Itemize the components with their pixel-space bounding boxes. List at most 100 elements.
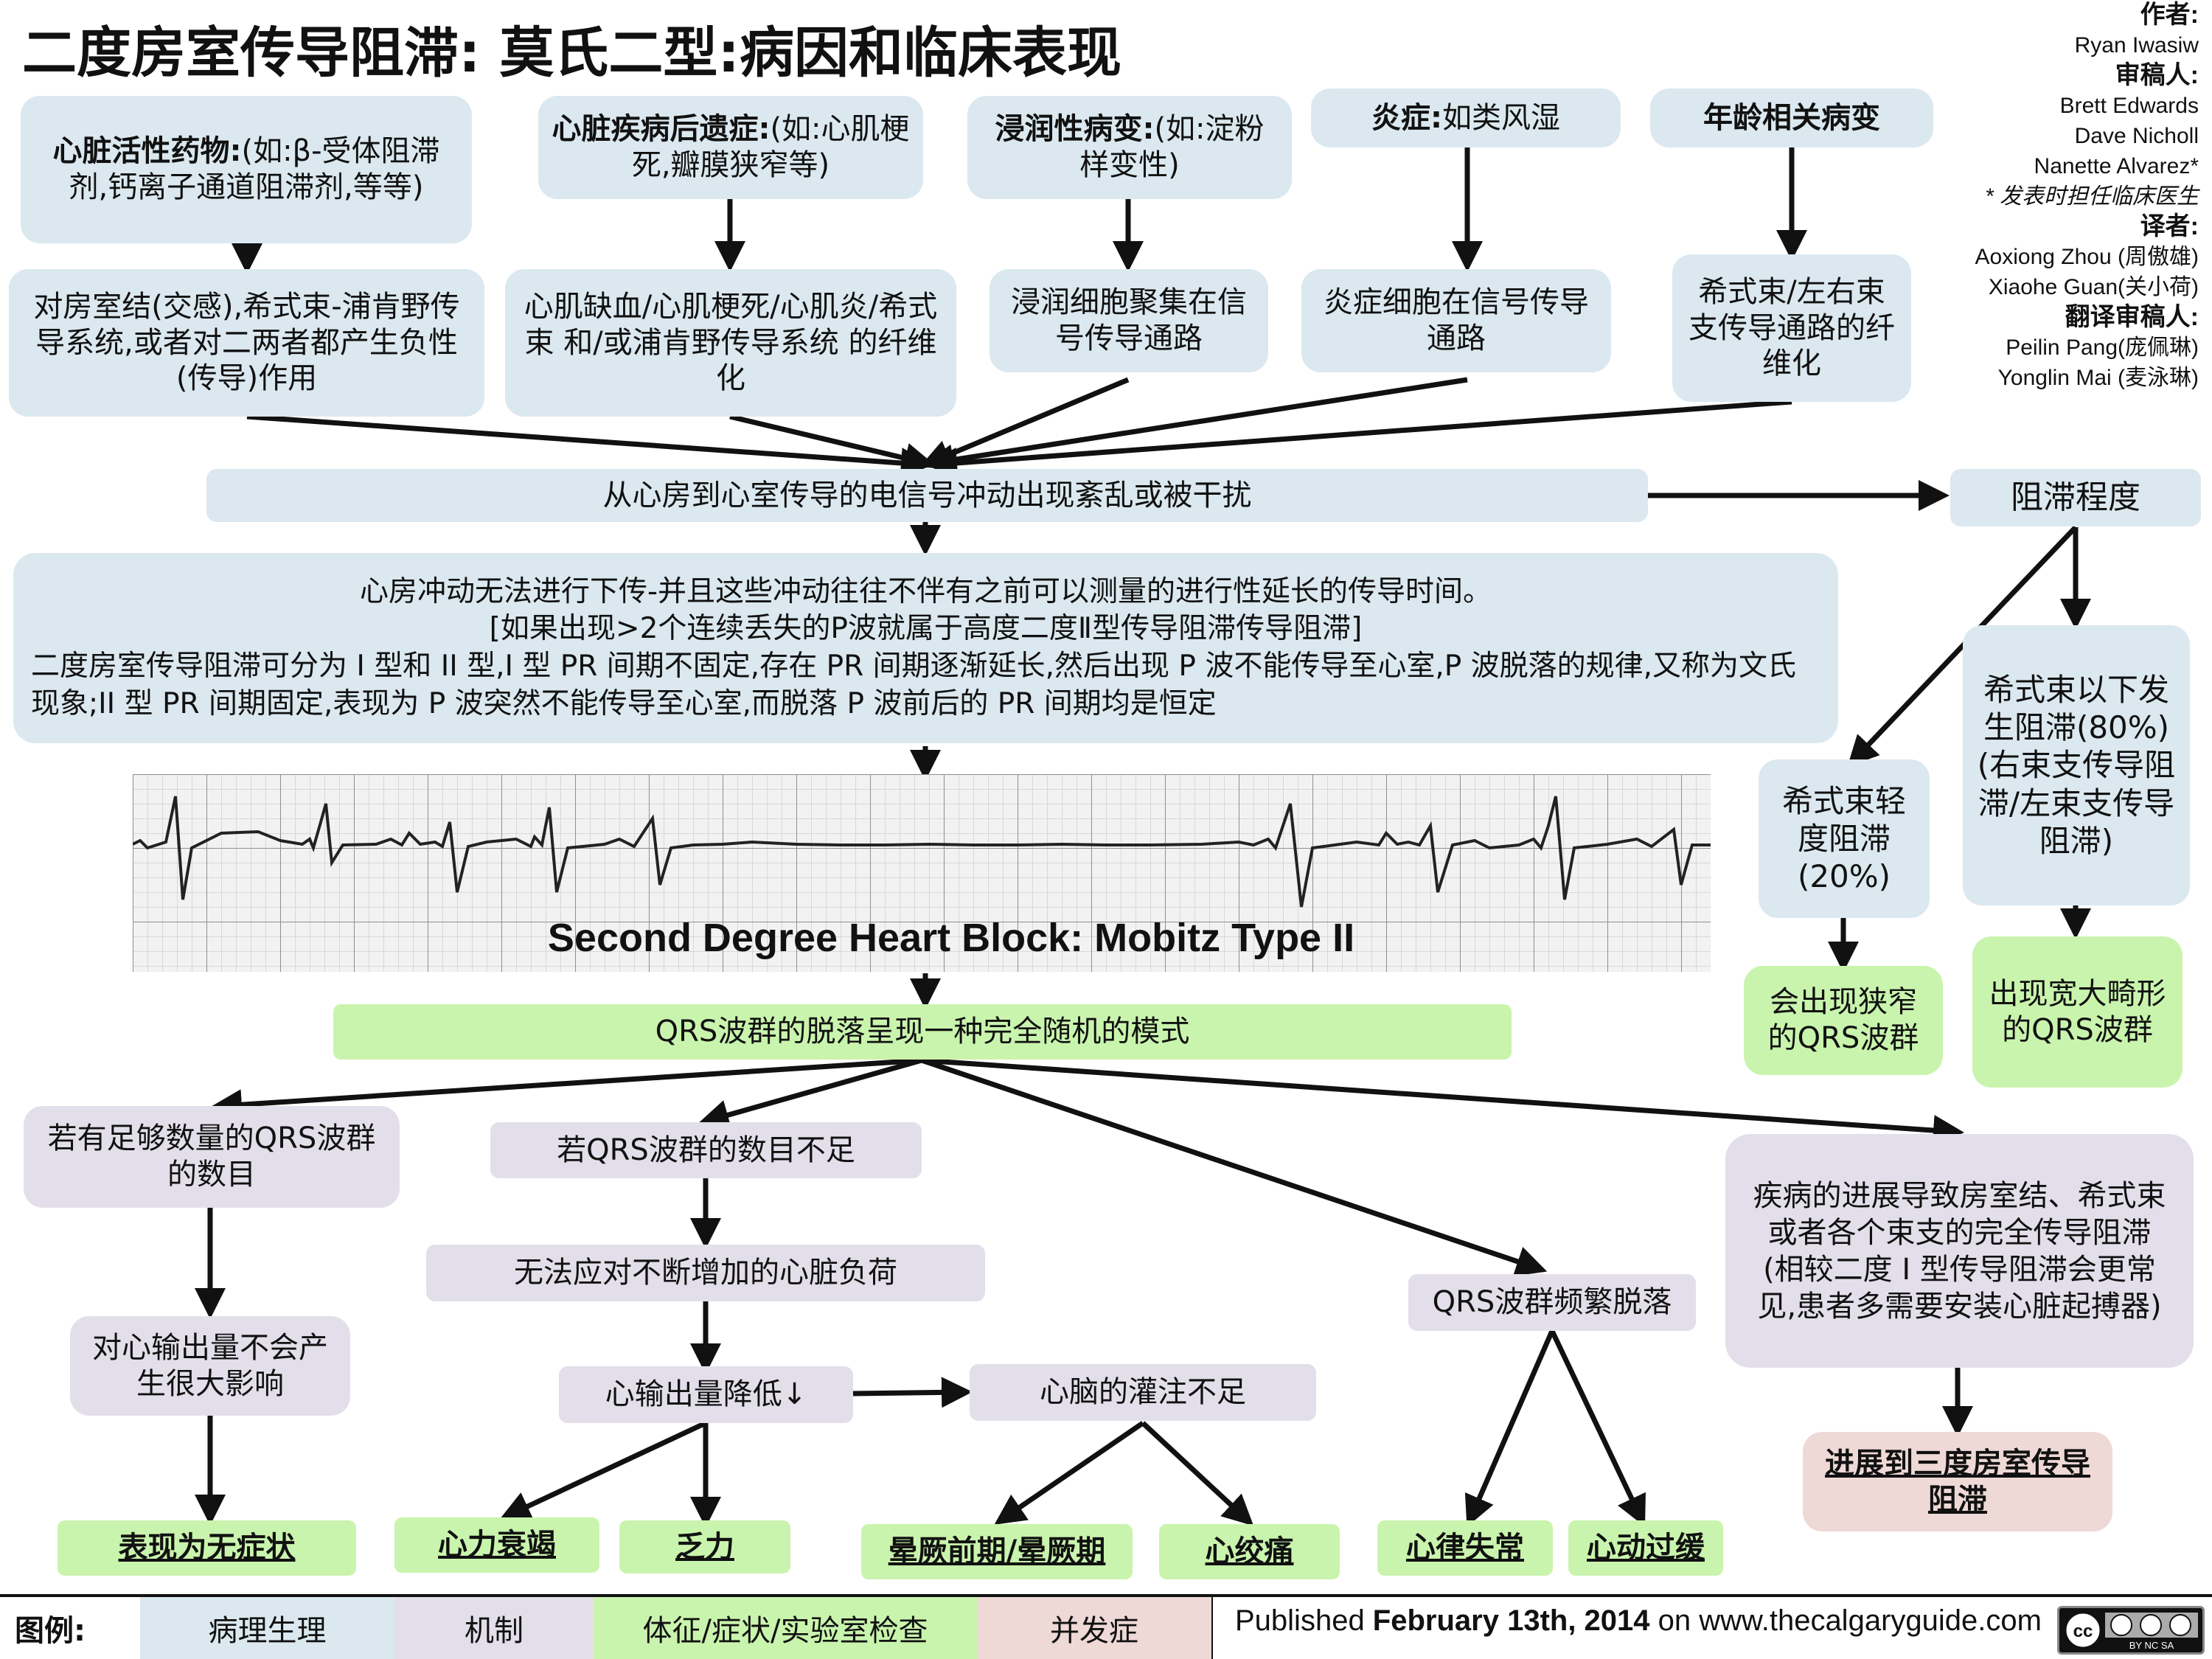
published-date: February 13th, 2014	[1372, 1604, 1650, 1637]
enough-qrs: 若有足够数量的QRS波群的数目	[24, 1106, 400, 1208]
block-degree: 阻滞程度	[1950, 469, 2201, 526]
third-degree-label: 进展到三度房室传导阻滞	[1825, 1446, 2090, 1517]
cardiac-output-down: 心输出量降低↓	[559, 1366, 853, 1423]
translation-reviewers-label: 翻译审稿人:	[2065, 303, 2199, 331]
translation-reviewer-name: Yonglin Mai (麦泳琳)	[1997, 366, 2199, 390]
effect-fibrosis: 心肌缺血/心肌梗死/心肌炎/希式束 和/或浦肯野传导系统 的纤维化	[505, 269, 956, 417]
arrow	[1464, 1329, 1555, 1527]
cause-head: 心脏疾病后遗症:	[552, 112, 771, 147]
syncope-label: 晕厥前期/晕厥期	[888, 1534, 1106, 1569]
published-prefix: Published	[1235, 1604, 1373, 1637]
legend-signs-symptoms: 体征/症状/实验室检查	[594, 1597, 977, 1659]
asymptomatic-label: 表现为无症状	[118, 1531, 296, 1565]
arrhythmia: 心律失常	[1377, 1520, 1553, 1576]
cause-body: (如:淀粉样变性)	[1079, 112, 1265, 182]
mild-his-block: 希式束轻度阻滞(20%)	[1759, 759, 1930, 918]
arrow	[919, 377, 1130, 470]
arrow	[852, 1377, 973, 1408]
description-box: 心房冲动无法进行下传-并且这些冲动往往不伴有之前可以测量的进行性延长的传导时间。…	[13, 553, 1838, 743]
arrow	[920, 1057, 1548, 1276]
arrhythmia-label: 心律失常	[1406, 1531, 1524, 1565]
legend-pathophysiology: 病理生理	[140, 1597, 394, 1659]
effect-infiltrate: 浸润细胞聚集在信号传导通路	[990, 269, 1268, 372]
by-icon	[2110, 1614, 2132, 1636]
published-line: Published February 13th, 2014 on www.the…	[1235, 1604, 2042, 1638]
author-label: 作者:	[2140, 1, 2199, 29]
description-line: [如果出现>2个连续丢失的P波就属于高度二度Ⅱ型传导阻滞传导阻滞]	[489, 612, 1363, 646]
svg-text:cc: cc	[2073, 1621, 2093, 1641]
ecg-strip: Second Degree Heart Block: Mobitz Type I…	[132, 774, 1711, 972]
license-text: BY NC SA	[2129, 1640, 2174, 1651]
third-degree-block: 进展到三度房室传导阻滞	[1803, 1432, 2112, 1531]
effect-inflammatory-cells: 炎症细胞在信号传导通路	[1301, 269, 1611, 372]
cause-body: (如:心肌梗死,瓣膜狭窄等)	[631, 112, 910, 182]
cause-inflammation: 炎症:如类风湿	[1311, 88, 1621, 147]
below-his-block: 希式束以下发生阻滞(80%)(右束支传导阻滞/左束支传导阻滞)	[1963, 625, 2190, 905]
arrow	[994, 1421, 1144, 1525]
arrow	[926, 399, 1792, 479]
heart-failure-label: 心力衰竭	[438, 1528, 556, 1562]
nc-icon	[2140, 1614, 2162, 1636]
arrow	[211, 1057, 922, 1121]
legend-mechanism: 机制	[394, 1597, 594, 1659]
credits: 作者: Ryan Iwasiw 审稿人: Brett Edwards Dave …	[1874, 0, 2199, 393]
reviewers-label: 审稿人:	[2115, 61, 2199, 89]
poor-perfusion: 心脑的灌注不足	[970, 1364, 1316, 1421]
cause-cardiac-drugs: 心脏活性药物:(如:β-受体阻滞剂,钙离子通道阻滞剂,等等)	[21, 96, 472, 243]
translation-reviewer-name: Peilin Pang(庞佩琳)	[2006, 335, 2199, 360]
cause-head: 心脏活性药物:	[52, 134, 242, 169]
narrow-qrs: 会出现狭窄的QRS波群	[1744, 966, 1943, 1075]
legend-label: 图例:	[15, 1614, 86, 1648]
no-effect-cardiac-output: 对心输出量不会产生很大影响	[70, 1316, 350, 1416]
cause-infiltrative: 浸润性病变:(如:淀粉样变性)	[967, 96, 1292, 199]
disease-progression: 疾病的进展导致房室结、希式束或者各个束支的完全传导阻滞(相较二度 Ⅰ 型传导阻滞…	[1725, 1134, 2194, 1368]
fatigue-label: 乏力	[675, 1529, 734, 1564]
page-title: 二度房室传导阻滞: 莫氏二型:病因和临床表现	[22, 21, 1121, 85]
arrow	[921, 1057, 1964, 1147]
translator-name: Xiaohe Guan(关小荷)	[1988, 275, 2199, 299]
published-suffix: on www.thecalgaryguide.com	[1649, 1604, 2042, 1637]
fatigue: 乏力	[619, 1520, 790, 1573]
effect-negative-conduction: 对房室结(交感),希式束-浦肯野传导系统,或者对二两者都产生负性(传导)作用	[9, 269, 484, 417]
bradycardia-label: 心动过缓	[1587, 1531, 1705, 1565]
frequent-qrs-drop: QRS波群频繁脱落	[1408, 1274, 1696, 1331]
insufficient-qrs: 若QRS波群的数目不足	[490, 1122, 922, 1178]
ecg-trace	[132, 796, 1711, 908]
angina-label: 心绞痛	[1205, 1534, 1294, 1569]
reviewer-name: Brett Edwards	[2059, 94, 2199, 118]
central-disruption: 从心房到心室传导的电信号冲动出现紊乱或被干扰	[206, 469, 1648, 522]
cannot-cope-load: 无法应对不断增加的心脏负荷	[426, 1245, 985, 1301]
legend-complications: 并发症	[977, 1597, 1211, 1659]
arrow	[729, 414, 936, 473]
cause-head: 浸润性病变:	[995, 112, 1155, 147]
cc-icon: cc BY NC SA	[2064, 1611, 2198, 1651]
cause-age-related: 年龄相关病变	[1650, 88, 1933, 147]
reviewer-name: Nanette Alvarez*	[2034, 154, 2199, 178]
asymptomatic: 表现为无症状	[58, 1520, 356, 1576]
wide-qrs: 出现宽大畸形的QRS波群	[1972, 936, 2183, 1088]
clinician-note: * 发表时担任临床医生	[1984, 184, 2199, 209]
arrow	[246, 414, 932, 479]
translator-name: Aoxiong Zhou (周傲雄)	[1975, 245, 2199, 269]
description-line: 二度房室传导阻滞可分为 I 型和 II 型,I 型 PR 间期不固定,存在 PR…	[31, 650, 1797, 720]
author-name: Ryan Iwasiw	[2074, 33, 2199, 58]
angina: 心绞痛	[1159, 1524, 1340, 1579]
translators-label: 译者:	[2140, 212, 2199, 240]
ecg-image: Second Degree Heart Block: Mobitz Type I…	[132, 774, 1711, 972]
arrow	[499, 1420, 707, 1521]
sa-icon	[2169, 1614, 2191, 1636]
arrow	[1549, 1329, 1646, 1527]
heart-failure: 心力衰竭	[394, 1517, 599, 1573]
qrs-random-pattern: QRS波群的脱落呈现一种完全随机的模式	[333, 1004, 1512, 1060]
description-line: 心房冲动无法进行下传-并且这些冲动往往不伴有之前可以测量的进行性延长的传导时间。	[359, 574, 1492, 608]
arrow	[1141, 1421, 1254, 1526]
arrow	[698, 1057, 922, 1130]
bradycardia: 心动过缓	[1568, 1520, 1723, 1576]
cause-head: 年龄相关病变	[1703, 100, 1880, 135]
legend-bar	[0, 1594, 2212, 1659]
cause-body: (如:β-受体阻滞剂,钙离子通道阻滞剂,等等)	[69, 134, 440, 204]
effect-bundle-fibrosis: 希式束/左右束支传导通路的纤维化	[1672, 254, 1911, 402]
ecg-caption: Second Degree Heart Block: Mobitz Type I…	[548, 916, 1354, 960]
cause-heart-disease: 心脏疾病后遗症:(如:心肌梗死,瓣膜狭窄等)	[538, 96, 923, 199]
